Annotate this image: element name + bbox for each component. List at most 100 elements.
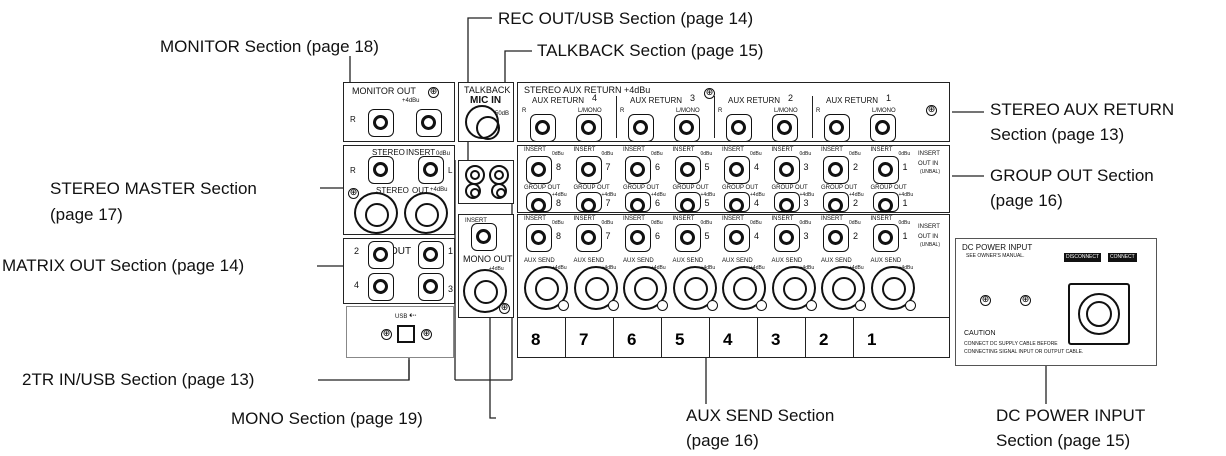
aux-return-lmono-jack[interactable] bbox=[870, 114, 896, 142]
rec-out-r-rca[interactable] bbox=[489, 165, 509, 185]
group-out-jack[interactable] bbox=[575, 192, 602, 213]
aux-send-xlr[interactable] bbox=[623, 266, 667, 310]
group-out-jack[interactable] bbox=[823, 192, 849, 213]
insert-jack[interactable] bbox=[872, 224, 899, 252]
zero-dbu-label: 0dBu bbox=[552, 151, 564, 157]
connect-label: CONNECT bbox=[1108, 253, 1137, 262]
aux-send-xlr[interactable] bbox=[672, 266, 717, 310]
aux-return-r-jack[interactable] bbox=[824, 114, 850, 142]
insert-jack[interactable] bbox=[773, 224, 800, 252]
2tr-in-r-rca[interactable] bbox=[491, 183, 507, 199]
stereo-out-label: STEREO bbox=[376, 186, 409, 195]
group-out-jack[interactable] bbox=[724, 192, 750, 213]
insert-jack[interactable] bbox=[625, 156, 651, 184]
plus4-label: +4dBu bbox=[750, 265, 765, 271]
rec-out-l-rca[interactable] bbox=[465, 165, 485, 185]
insert-label: INSERT bbox=[771, 216, 794, 222]
2tr-in-l-rca[interactable] bbox=[465, 183, 481, 199]
unbal-label: (UNBAL) bbox=[920, 169, 941, 175]
insert-jack[interactable] bbox=[674, 224, 701, 252]
aux-send-label: AUX SEND bbox=[722, 258, 753, 264]
channel-number: 8 bbox=[531, 330, 541, 349]
stereo-master-panel: STEREO INSERT 0dBu R L STEREO OUT +4dBu … bbox=[343, 145, 455, 235]
aux-send-label: AUX SEND bbox=[771, 258, 803, 264]
usb-port[interactable] bbox=[397, 325, 415, 343]
talkback-mic-xlr[interactable] bbox=[465, 105, 500, 140]
monitor-out-l-jack[interactable] bbox=[416, 109, 442, 137]
group-out-jack[interactable] bbox=[526, 192, 552, 213]
insert-jack[interactable] bbox=[872, 156, 899, 184]
monitor-out-r-jack[interactable] bbox=[368, 109, 394, 137]
group-out-label: GROUP OUT bbox=[573, 185, 610, 191]
insert-jack[interactable] bbox=[575, 224, 602, 252]
monitor-out-panel: MONITOR OUT +4dBu ⊕ R bbox=[343, 82, 455, 142]
stereo-out-r-xlr[interactable] bbox=[354, 192, 398, 234]
aux-return-lmono-jack[interactable] bbox=[674, 114, 700, 142]
insert-label: INSERT bbox=[524, 147, 546, 153]
zero-dbu-label: 0dBu bbox=[552, 220, 564, 226]
insert-jack[interactable] bbox=[625, 224, 651, 252]
insert-jack[interactable] bbox=[575, 156, 602, 184]
matrix-out-label: OUT bbox=[390, 246, 412, 257]
channel-number-small: 3 bbox=[803, 162, 809, 172]
aux-send-xlr[interactable] bbox=[821, 266, 865, 310]
group-out-jack[interactable] bbox=[625, 192, 651, 213]
aux-return-lmono-label: L/MONO bbox=[774, 108, 798, 114]
aux-return-r-jack[interactable] bbox=[628, 114, 654, 142]
rec-out-panel bbox=[458, 160, 514, 204]
stereo-out-l-xlr[interactable] bbox=[404, 192, 448, 234]
aux-return-lmono-jack[interactable] bbox=[576, 114, 602, 142]
matrix-out-4-jack[interactable] bbox=[368, 273, 394, 301]
channel-divider bbox=[757, 318, 758, 358]
aux-return-lmono-jack[interactable] bbox=[772, 114, 798, 142]
group-out-jack[interactable] bbox=[773, 192, 800, 213]
aux-return-number: 2 bbox=[788, 93, 794, 103]
stereo-insert-l-jack[interactable] bbox=[418, 156, 444, 184]
aux-return-label: AUX RETURN bbox=[630, 96, 683, 105]
talkback-level: -50dB bbox=[493, 111, 510, 117]
dc-power-connector[interactable] bbox=[1068, 283, 1130, 345]
plus4-label: +4dBu bbox=[799, 192, 815, 198]
insert-out-in-label: INSERT bbox=[918, 151, 940, 157]
matrix-out-2-jack[interactable] bbox=[368, 241, 394, 269]
group-out-jack[interactable] bbox=[872, 192, 899, 213]
matrix-out-1-jack[interactable] bbox=[418, 241, 444, 269]
stereo-insert-r-jack[interactable] bbox=[368, 156, 394, 184]
insert-jack[interactable] bbox=[526, 156, 552, 184]
aux-return-r-label: R bbox=[816, 108, 821, 114]
insert-jack[interactable] bbox=[674, 156, 701, 184]
channel-divider bbox=[853, 318, 854, 358]
insert-jack[interactable] bbox=[724, 156, 750, 184]
aux-return-number: 4 bbox=[592, 93, 598, 103]
aux-return-r-jack[interactable] bbox=[530, 114, 556, 142]
aux-send-label: AUX SEND bbox=[672, 258, 704, 264]
channel-number-small: 4 bbox=[754, 231, 760, 241]
channel-number-small: 6 bbox=[655, 162, 661, 172]
insert-jack[interactable] bbox=[724, 224, 750, 252]
screw-icon bbox=[607, 300, 619, 311]
mono-insert-jack[interactable] bbox=[471, 223, 497, 251]
channel-number-small: 7 bbox=[605, 162, 611, 172]
group-out-label: GROUP OUT bbox=[672, 185, 709, 191]
insert-jack[interactable] bbox=[823, 156, 849, 184]
group-out-label: GROUP OUT bbox=[771, 185, 808, 191]
insert-jack[interactable] bbox=[823, 224, 849, 252]
aux-send-xlr[interactable] bbox=[573, 266, 618, 310]
aux-return-r-jack[interactable] bbox=[726, 114, 752, 142]
group-out-jack[interactable] bbox=[674, 192, 701, 213]
zero-dbu-label: 0dBu bbox=[898, 220, 911, 226]
insert-label: INSERT bbox=[672, 147, 695, 153]
insert-label: INSERT bbox=[870, 216, 893, 222]
group-out-label: GROUP OUT bbox=[722, 185, 759, 191]
mono-out-xlr[interactable] bbox=[463, 269, 507, 313]
channel-number-small: 8 bbox=[556, 231, 562, 241]
insert-jack[interactable] bbox=[526, 224, 552, 252]
aux-send-label: AUX SEND bbox=[573, 258, 605, 264]
matrix-out-3-jack[interactable] bbox=[418, 273, 444, 301]
insert-jack[interactable] bbox=[773, 156, 800, 184]
screw-icon bbox=[904, 300, 916, 311]
zero-dbu-label: 0dBu bbox=[700, 151, 713, 157]
twotr-in-usb-callout: 2TR IN/USB Section (page 13) bbox=[22, 370, 255, 389]
channel-number-small: 2 bbox=[853, 198, 859, 208]
